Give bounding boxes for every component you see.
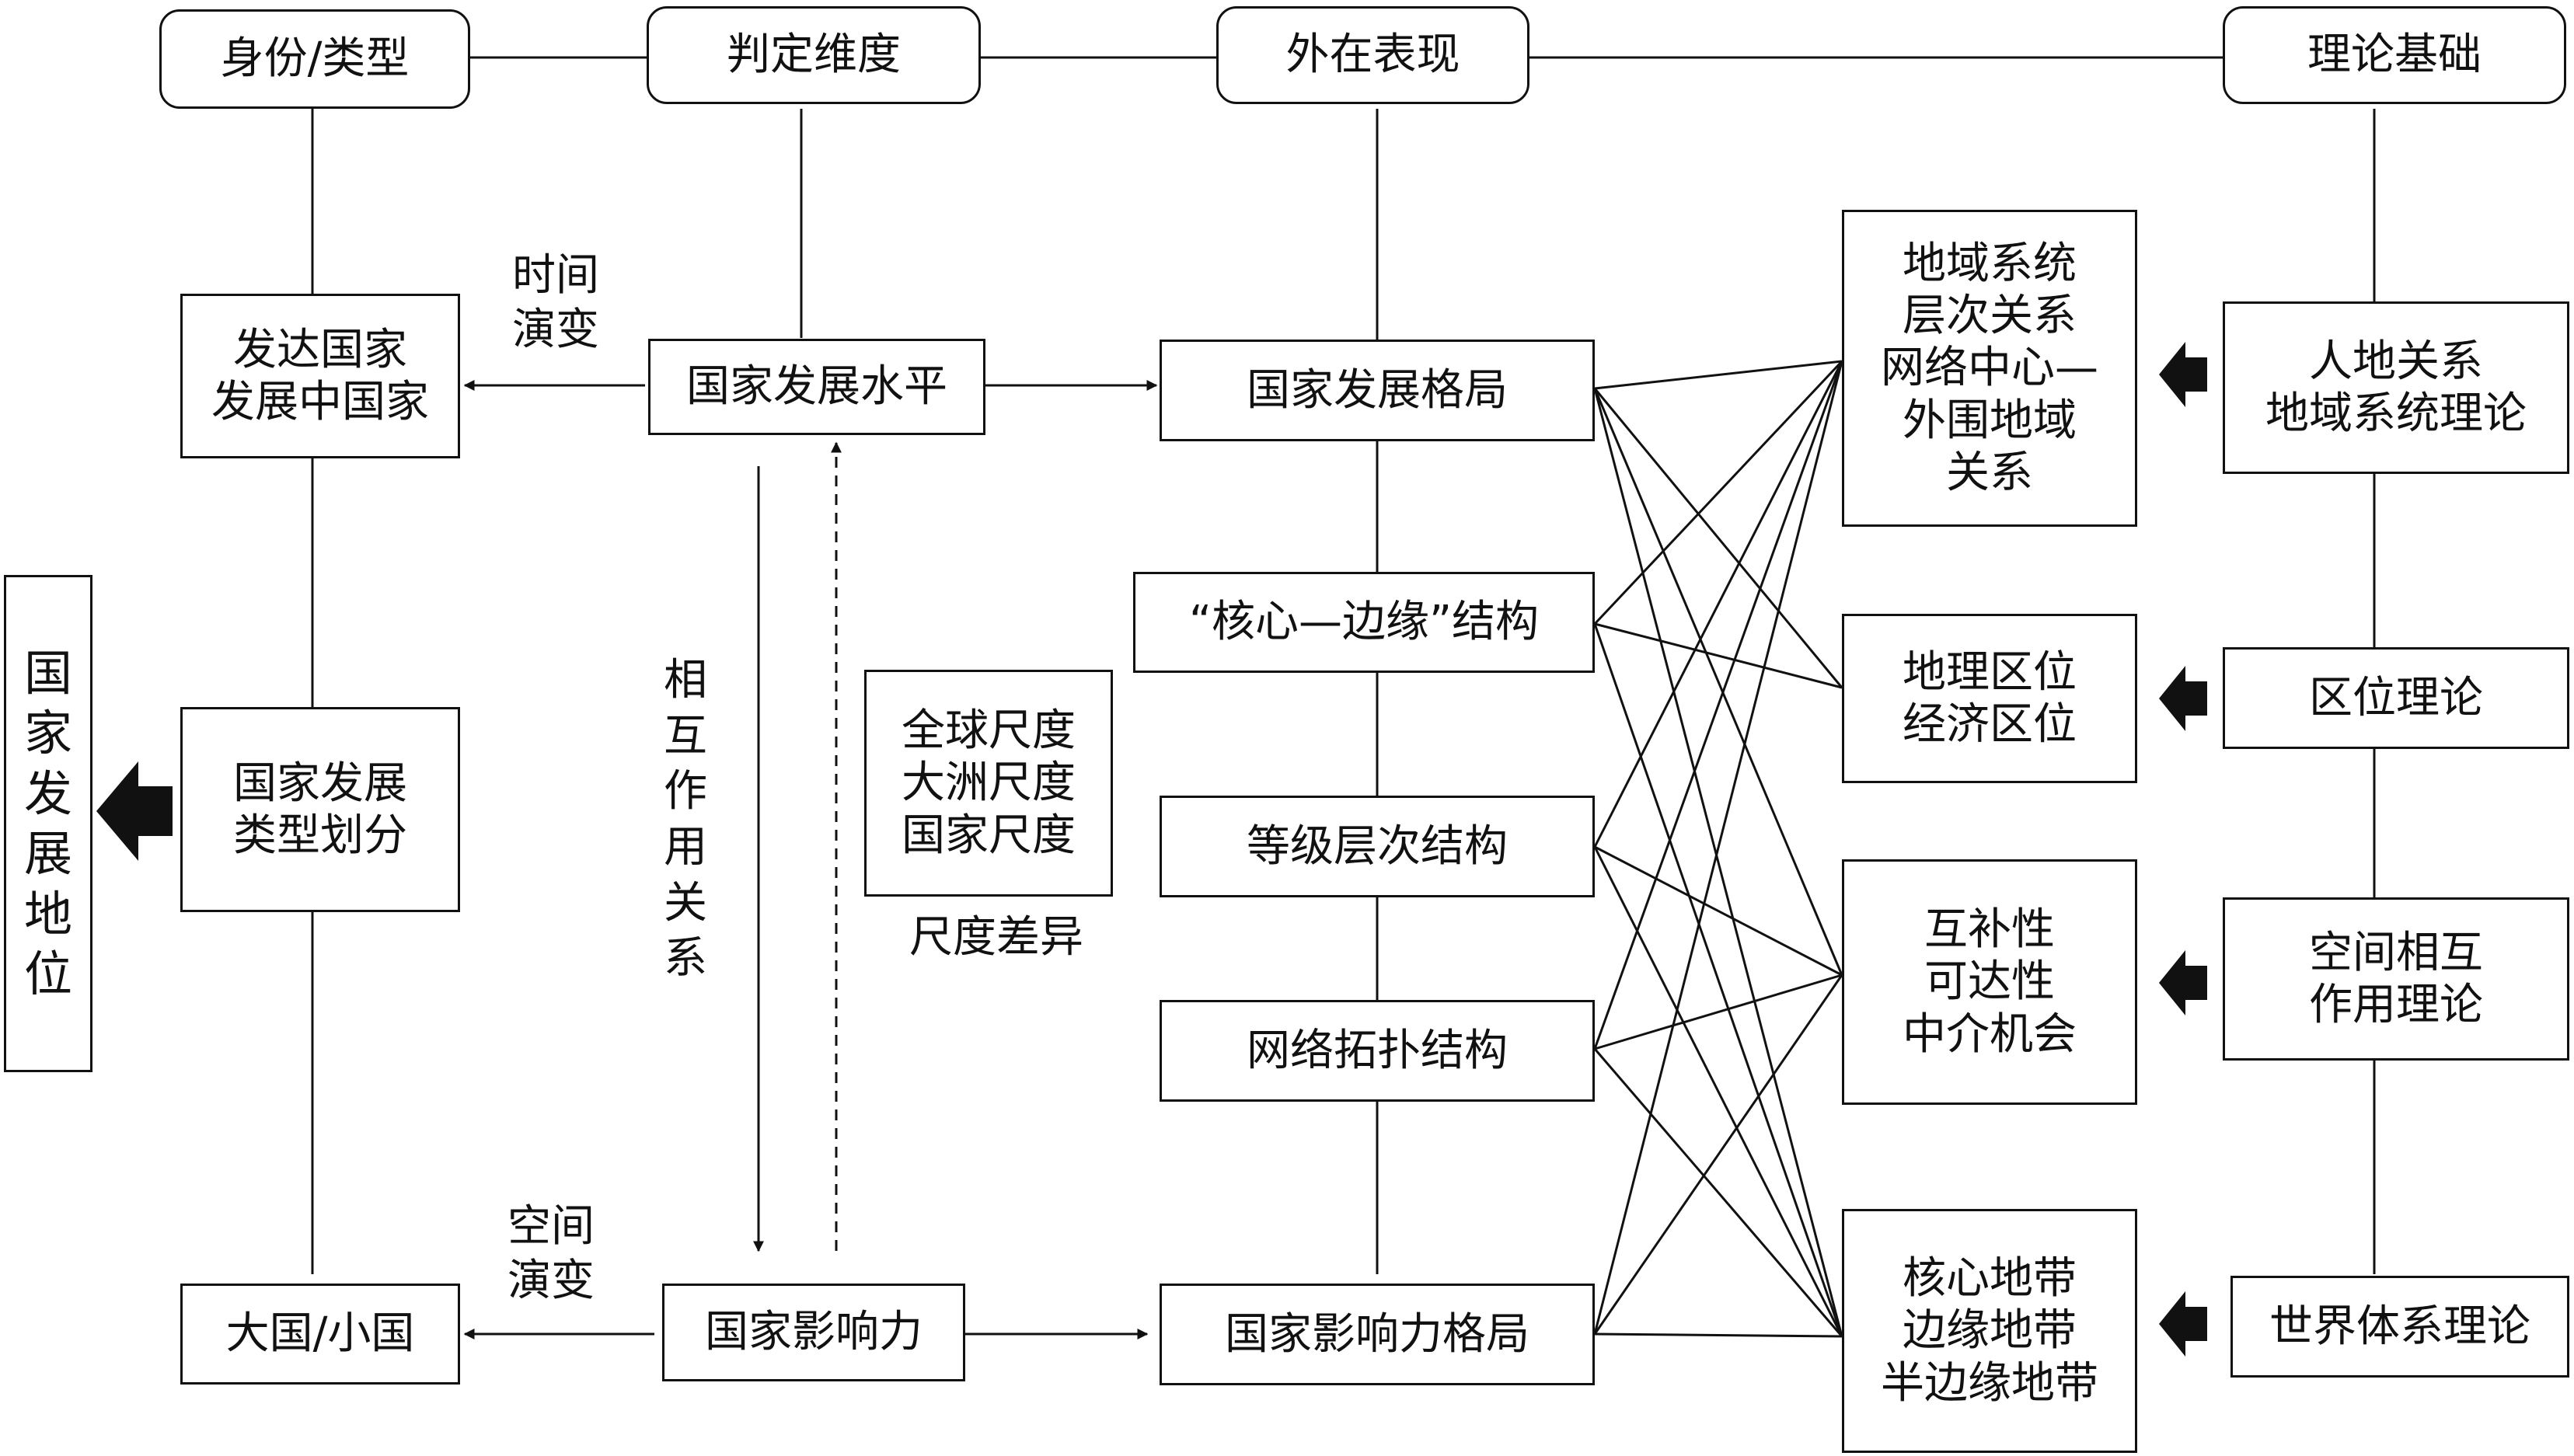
space-evolution-label: 空间 演变	[507, 1201, 595, 1306]
network-topology-box: 网络拓扑结构	[1160, 1000, 1595, 1102]
block-arrow-icon	[2159, 342, 2207, 407]
type-division-box: 国家发展 类型划分	[180, 707, 460, 912]
development-level-box: 国家发展水平	[648, 339, 985, 435]
location-theory-box: 区位理论	[2223, 647, 2569, 749]
location-box: 地理区位 经济区位	[1842, 614, 2137, 783]
hierarchy-box: 等级层次结构	[1160, 796, 1595, 897]
spatial-interaction-theory-box: 空间相互 作用理论	[2223, 897, 2569, 1061]
header-theory: 理论基础	[2223, 6, 2566, 104]
header-appearance: 外在表现	[1216, 6, 1529, 104]
block-arrow-icon	[2159, 1291, 2207, 1357]
development-pattern-box: 国家发展格局	[1160, 340, 1595, 441]
interaction-traits-box: 互补性 可达性 中介机会	[1842, 859, 2137, 1105]
influence-box: 国家影响力	[662, 1284, 965, 1381]
header-dimension: 判定维度	[647, 6, 981, 104]
man-land-theory-box: 人地关系 地域系统理论	[2223, 301, 2569, 474]
time-evolution-label: 时间 演变	[512, 250, 599, 355]
scales-caption: 尺度差异	[909, 912, 1083, 963]
theory-block-arrows	[96, 342, 2207, 1357]
block-arrow-icon	[2159, 666, 2207, 731]
header-identity: 身份/类型	[159, 9, 470, 109]
world-zones-box: 核心地带 边缘地带 半边缘地带	[1842, 1209, 2137, 1453]
block-arrow-icon	[2159, 950, 2207, 1015]
type-pair-large-small: 大国/小国	[180, 1284, 460, 1385]
status-block-arrow-icon	[96, 761, 173, 861]
type-pair-developed-developing: 发达国家 发展中国家	[180, 294, 460, 458]
regional-system-box: 地域系统 层次关系 网络中心— 外围地域 关系	[1842, 210, 2137, 527]
scales-box: 全球尺度 大洲尺度 国家尺度	[864, 670, 1113, 897]
core-periphery-box: “核心—边缘”结构	[1133, 572, 1595, 673]
interaction-label: 相互作用关系	[664, 655, 707, 984]
pattern-concept-links	[1593, 360, 1843, 1338]
world-system-theory-box: 世界体系理论	[2230, 1276, 2569, 1378]
status-box: 国家发展地位	[4, 575, 92, 1072]
influence-pattern-box: 国家影响力格局	[1160, 1284, 1595, 1385]
status-label: 国家发展地位	[24, 644, 73, 1003]
